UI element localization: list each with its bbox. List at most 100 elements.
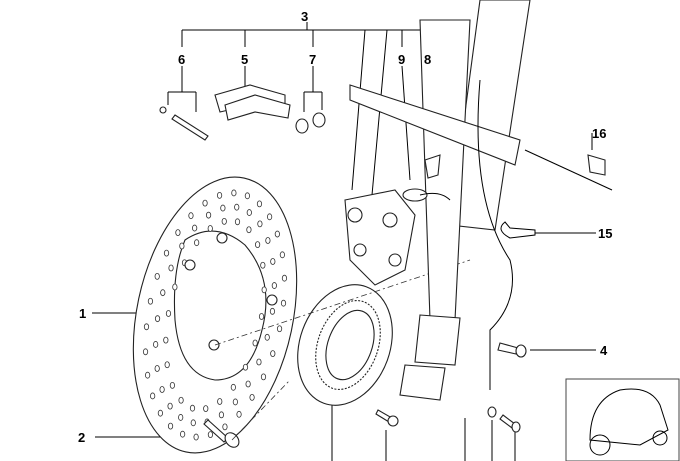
disc-hole bbox=[254, 241, 261, 249]
bleed-valve bbox=[402, 154, 451, 202]
disc-hole bbox=[160, 289, 166, 297]
front-fork bbox=[349, 0, 531, 401]
disc-hole bbox=[165, 310, 172, 317]
disc-hole bbox=[159, 386, 165, 393]
disc-hole bbox=[154, 315, 161, 323]
disc-hole bbox=[154, 365, 160, 372]
disc-hole bbox=[147, 297, 154, 305]
disc-hole bbox=[245, 380, 251, 388]
disc-hole bbox=[249, 393, 255, 401]
brake-disc bbox=[132, 176, 298, 454]
disc-hole bbox=[175, 229, 181, 237]
disc-hole bbox=[270, 350, 276, 358]
disc-hole bbox=[172, 283, 178, 291]
disc-hole bbox=[256, 200, 263, 208]
disc-hole bbox=[276, 325, 283, 333]
vehicle-thumbnail bbox=[565, 378, 680, 461]
caps-part-7 bbox=[295, 112, 326, 134]
disc-hole bbox=[154, 272, 160, 280]
label-16: 16 bbox=[592, 126, 606, 141]
disc-hole bbox=[178, 396, 184, 404]
disc-hole bbox=[145, 371, 151, 379]
brake-caliper bbox=[344, 189, 416, 286]
pin-part-6 bbox=[159, 106, 209, 141]
disc-hole bbox=[167, 422, 174, 430]
disc-hole bbox=[157, 409, 163, 417]
disc-hole bbox=[207, 225, 213, 232]
disc-hole bbox=[274, 230, 280, 238]
label-8: 8 bbox=[424, 52, 431, 67]
disc-hole bbox=[246, 226, 252, 234]
disc-hole bbox=[168, 264, 174, 272]
disc-hole bbox=[150, 392, 156, 400]
disc-hole bbox=[258, 313, 265, 320]
disc-hole bbox=[164, 361, 170, 369]
clip-16 bbox=[524, 149, 613, 191]
disc-hole bbox=[231, 189, 237, 197]
label-2: 2 bbox=[78, 430, 85, 445]
disc-hole bbox=[205, 211, 212, 219]
disc-hole bbox=[194, 239, 200, 247]
label-4: 4 bbox=[600, 343, 608, 358]
disc-hole bbox=[178, 414, 184, 421]
disc-hole bbox=[261, 286, 267, 294]
disc-hole bbox=[216, 192, 223, 199]
bolt-part-4 bbox=[497, 342, 527, 358]
label-7: 7 bbox=[309, 52, 316, 67]
disc-hole bbox=[260, 261, 266, 269]
callout-group-3 bbox=[181, 22, 429, 196]
disc-hole bbox=[169, 381, 176, 389]
abs-sensor-ring bbox=[297, 284, 393, 406]
disc-hole bbox=[279, 251, 285, 259]
label-6: 6 bbox=[178, 52, 185, 67]
disc-hole bbox=[188, 212, 194, 220]
disc-hole bbox=[218, 411, 225, 419]
disc-hole bbox=[153, 341, 159, 348]
disc-hole bbox=[230, 383, 236, 391]
disc-hole bbox=[217, 398, 223, 405]
disc-hole bbox=[232, 398, 238, 406]
disc-hole bbox=[193, 433, 199, 441]
disc-hole bbox=[189, 404, 196, 412]
disc-hole bbox=[207, 431, 214, 438]
disc-hole bbox=[143, 323, 150, 331]
disc-hole bbox=[234, 203, 240, 211]
disc-hole bbox=[222, 423, 228, 431]
disc-hole bbox=[270, 258, 276, 265]
disc-hole bbox=[269, 307, 276, 315]
disc-hole bbox=[179, 242, 185, 250]
label-15: 15 bbox=[598, 226, 612, 241]
label-9: 9 bbox=[398, 52, 405, 67]
disc-hole bbox=[265, 237, 271, 244]
label-5: 5 bbox=[241, 52, 248, 67]
disc-hole bbox=[236, 410, 242, 418]
disc-hole bbox=[163, 249, 170, 257]
disc-hole bbox=[271, 282, 277, 289]
disc-hole bbox=[244, 192, 250, 200]
disc-hole bbox=[252, 339, 258, 347]
disc-hole bbox=[167, 402, 173, 410]
disc-hole bbox=[257, 220, 263, 228]
disc-holes bbox=[142, 189, 288, 441]
disc-hole bbox=[163, 336, 169, 344]
disc-hole bbox=[220, 204, 226, 212]
brake-pads bbox=[214, 84, 291, 121]
disc-hole bbox=[142, 348, 149, 356]
disc-hole bbox=[202, 199, 208, 207]
bolt-bottom bbox=[375, 406, 521, 433]
disc-hole bbox=[264, 333, 270, 341]
disc-hole bbox=[280, 299, 287, 307]
disc-hole bbox=[190, 419, 196, 427]
disc-hole bbox=[203, 405, 209, 413]
disc-hole bbox=[192, 224, 198, 232]
disc-hole bbox=[267, 213, 273, 221]
disc-hole bbox=[234, 218, 241, 226]
disc-hole bbox=[180, 430, 186, 438]
cable-tie-15 bbox=[500, 221, 536, 239]
label-1: 1 bbox=[79, 306, 86, 321]
label-3: 3 bbox=[301, 9, 308, 24]
disc-hole bbox=[221, 217, 227, 225]
disc-hole bbox=[246, 209, 252, 216]
disc-hole bbox=[260, 373, 267, 381]
